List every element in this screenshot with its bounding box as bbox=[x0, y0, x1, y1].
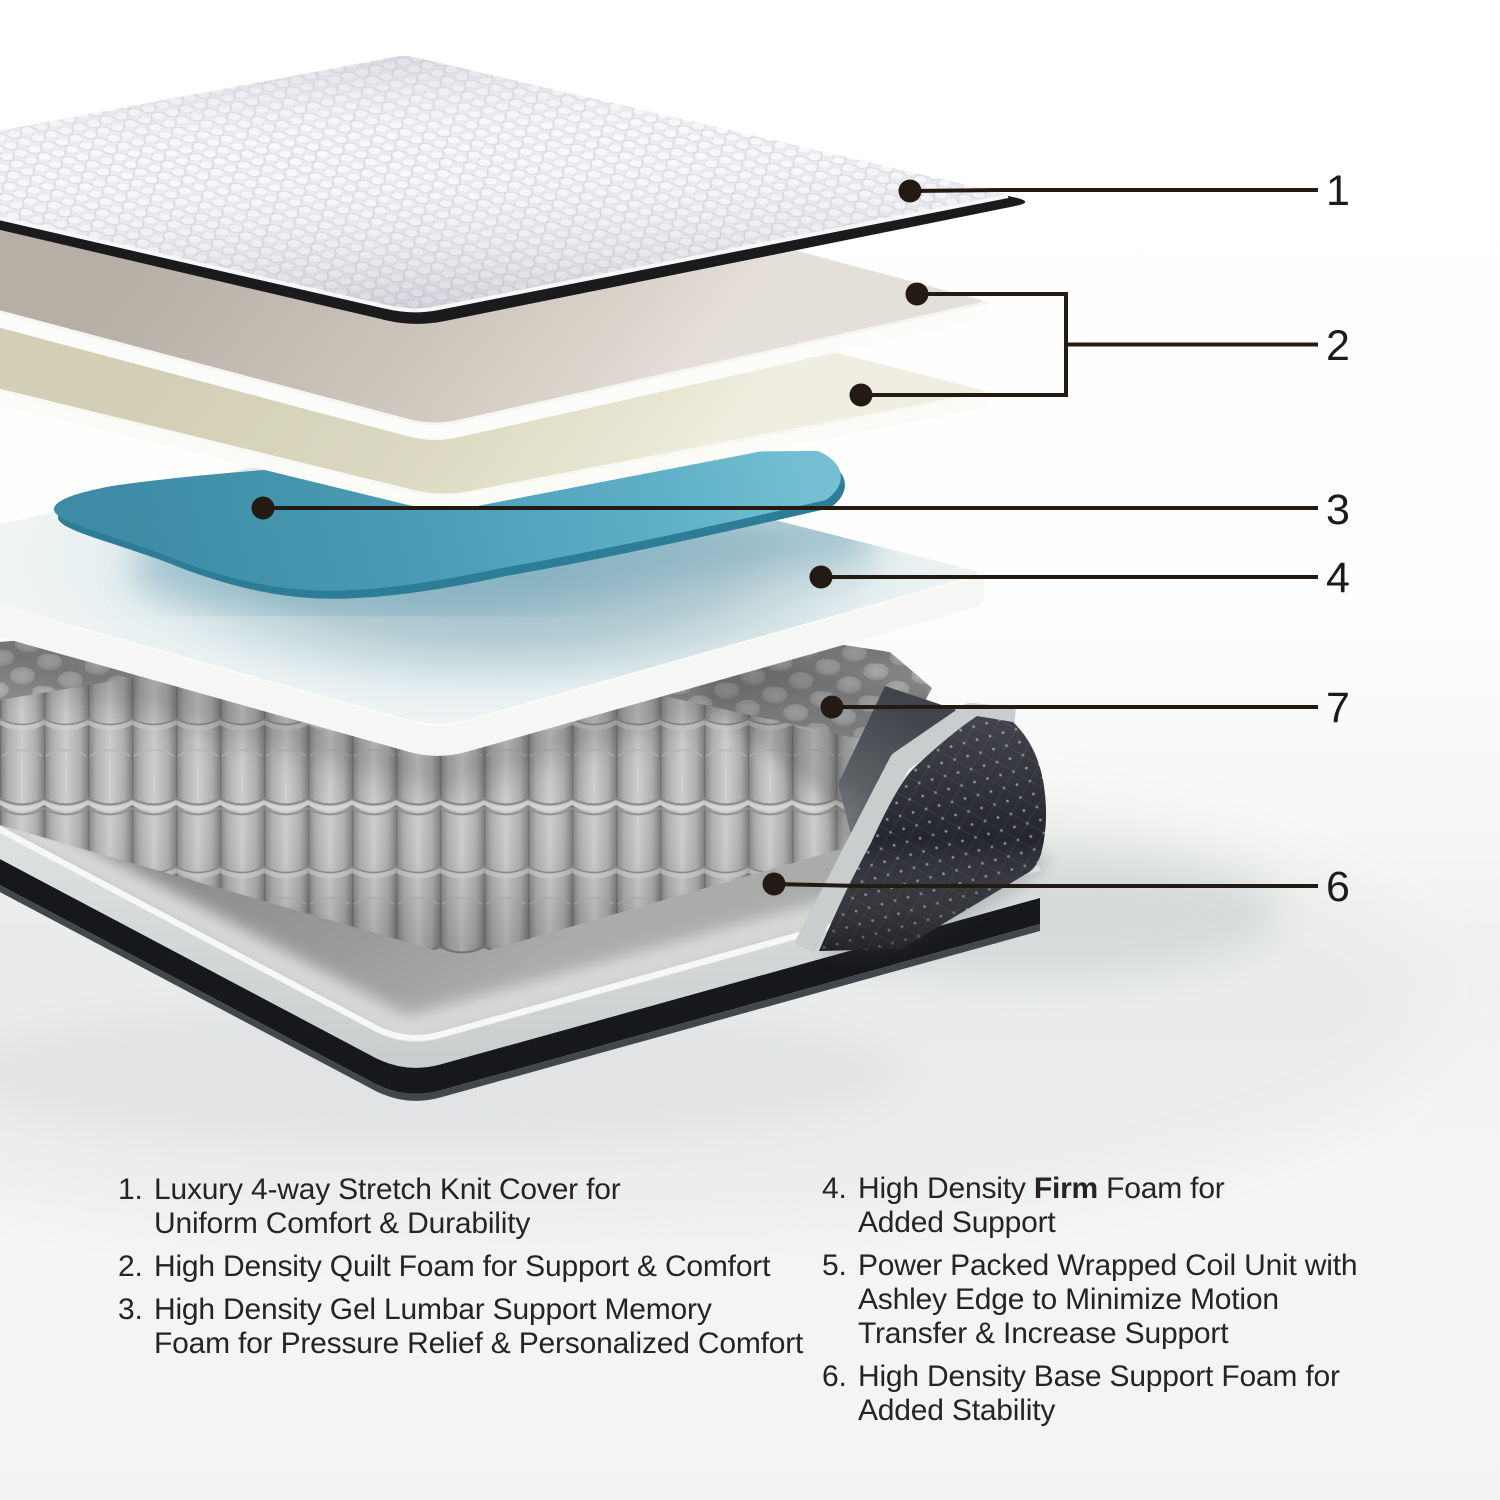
svg-text:2: 2 bbox=[1326, 322, 1350, 370]
svg-text:3: 3 bbox=[1326, 486, 1350, 534]
svg-text:7: 7 bbox=[1326, 684, 1350, 732]
svg-text:4: 4 bbox=[1326, 554, 1350, 602]
svg-text:6: 6 bbox=[1326, 863, 1350, 911]
svg-text:1: 1 bbox=[1326, 167, 1350, 215]
